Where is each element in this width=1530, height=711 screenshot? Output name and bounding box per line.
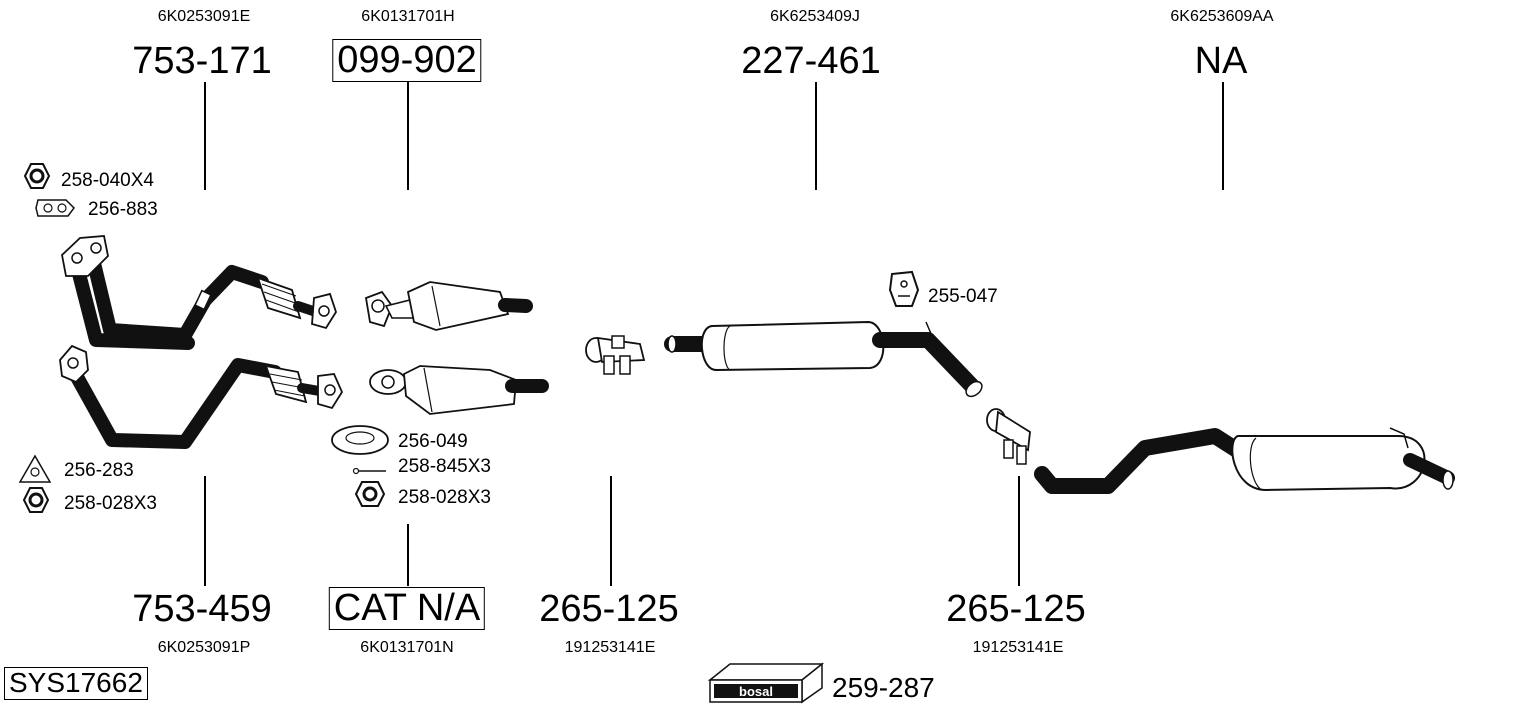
- part-number: 265-125: [946, 588, 1086, 630]
- rubber-mount-icon: [888, 270, 920, 307]
- catalytic-converter-lower: [369, 365, 549, 415]
- small-part-label: 258-028X3: [398, 487, 491, 508]
- leader-line: [1018, 476, 1020, 586]
- catalytic-converter-upper: [364, 281, 533, 331]
- round-gasket-icon: [331, 425, 389, 455]
- small-part-label: 256-049: [398, 431, 468, 452]
- rear-muffler: [1034, 427, 1455, 494]
- leader-line: [610, 476, 612, 586]
- part-number: 265-125: [539, 588, 679, 630]
- small-part-label: 255-047: [928, 286, 998, 307]
- part-number: CAT N/A: [328, 587, 486, 630]
- oe-number: 191253141E: [564, 639, 656, 656]
- middle-muffler: [664, 320, 983, 398]
- part-number: 099-902: [332, 39, 482, 82]
- small-part-label: 258-040X4: [61, 170, 154, 191]
- assembly-kit-label: 259-287: [832, 672, 935, 703]
- part-number: 227-461: [741, 40, 881, 82]
- leader-line: [204, 476, 206, 586]
- oe-number: 6K0253091P: [157, 639, 251, 656]
- oe-number: 6K6253609AA: [1170, 8, 1274, 25]
- bosal-kit-box-icon: bosal: [707, 662, 825, 704]
- oe-number: 6K0131701H: [361, 8, 455, 25]
- leader-line: [204, 82, 206, 190]
- part-number: 753-171: [132, 40, 272, 82]
- triangle-gasket-icon: [18, 454, 52, 483]
- bolt-icon: [352, 467, 386, 475]
- front-pipe-lower: [59, 344, 344, 449]
- flange-gasket-icon: [35, 199, 75, 217]
- small-part-label: 256-883: [88, 199, 158, 220]
- clamp-right: [986, 408, 1031, 465]
- oe-number: 6K0253091E: [157, 8, 251, 25]
- front-pipe-upper: [61, 235, 337, 350]
- small-part-label: 258-845X3: [398, 456, 491, 477]
- oe-number: 191253141E: [972, 639, 1064, 656]
- small-part-label: 258-028X3: [64, 493, 157, 514]
- oe-number: 6K6253409J: [770, 8, 860, 25]
- system-code: SYS17662: [4, 667, 148, 700]
- oe-number: 6K0131701N: [360, 639, 454, 656]
- hex-nut-icon: [23, 163, 51, 189]
- part-number: 753-459: [132, 588, 272, 630]
- clamp-left: [585, 335, 646, 375]
- leader-line: [1222, 82, 1224, 190]
- small-part-label: 256-283: [64, 460, 134, 481]
- brand-logo: bosal: [739, 684, 773, 699]
- part-number: NA: [1194, 40, 1248, 82]
- leader-line: [407, 82, 409, 190]
- hex-nut-icon: [354, 481, 386, 507]
- leader-line: [407, 524, 409, 586]
- leader-line: [815, 82, 817, 190]
- hex-nut-icon: [22, 487, 50, 513]
